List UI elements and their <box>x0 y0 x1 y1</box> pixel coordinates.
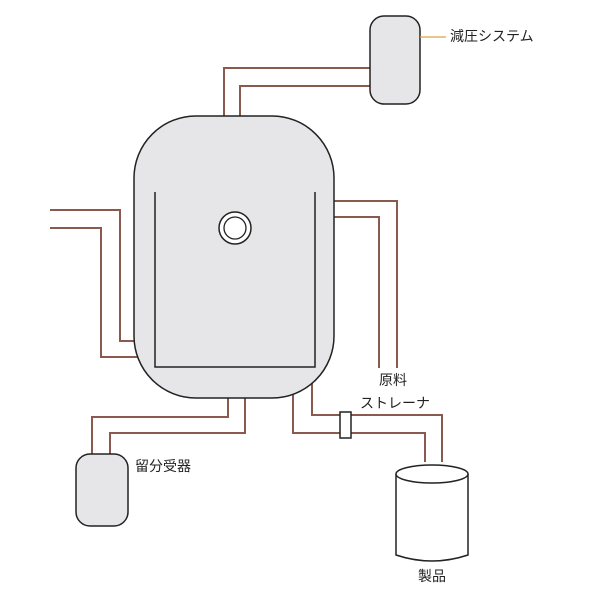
sight-glass <box>218 211 252 245</box>
product-container <box>395 464 469 562</box>
distillate-receiver-label: 留分受器 <box>135 459 191 475</box>
vacuum-pipe-inner <box>239 85 371 116</box>
distillate-receiver-vessel <box>75 453 129 527</box>
vacuum-system-label: 減圧システム <box>450 29 534 45</box>
product-pipe-inner <box>311 381 443 462</box>
vessel-internals <box>154 192 316 368</box>
product-label: 製品 <box>418 569 446 585</box>
raw-material-label: 原料 <box>379 373 407 389</box>
distillate-pipe-outer <box>91 398 229 455</box>
vacuum-system-vessel <box>369 15 421 105</box>
evaporator-vessel <box>133 115 335 399</box>
strainer <box>339 411 352 439</box>
strainer-label: ストレーナ <box>360 396 430 412</box>
product-pipe-outer <box>292 390 426 462</box>
vacuum-pipe-outer <box>223 67 371 116</box>
inner-tube-wall <box>154 192 316 368</box>
distillate-pipe-inner <box>109 398 246 455</box>
